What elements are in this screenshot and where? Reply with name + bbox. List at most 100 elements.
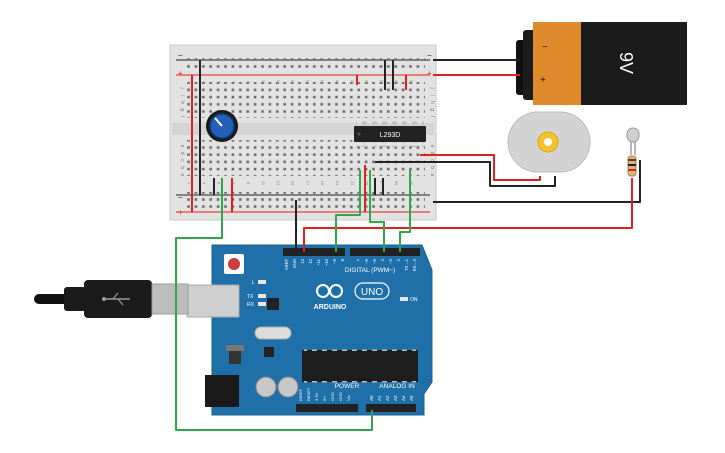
- row-letter: d: [179, 152, 185, 155]
- rail-plus-label-right: +: [427, 69, 432, 78]
- arduino-brand: ARDUINO: [314, 304, 347, 311]
- row-letter: a: [179, 173, 185, 176]
- column-number: 30: [409, 80, 414, 85]
- wire-pot-to-a0[interactable]: [175, 178, 373, 431]
- resistor-band-2: [628, 164, 636, 166]
- power-jack: [205, 375, 239, 407]
- chip-pins-top: [356, 121, 424, 126]
- led-on-label: ON: [410, 297, 418, 303]
- digital-pin-label: RX←0: [412, 258, 417, 271]
- analog-pin-label: A1: [377, 395, 382, 401]
- reset-button[interactable]: [228, 258, 240, 270]
- digital-pin-label: ~10: [324, 258, 329, 266]
- row-letter: e: [429, 145, 435, 148]
- column-number: 25: [365, 181, 370, 186]
- column-number: 17: [305, 80, 310, 85]
- wire-motor-1[interactable]: [375, 161, 556, 187]
- dc-motor[interactable]: [507, 111, 591, 173]
- row-letter: f: [179, 116, 185, 118]
- wire-motor-2[interactable]: [420, 154, 541, 181]
- wire-led-ground[interactable]: [433, 160, 641, 203]
- row-letter: f: [429, 116, 435, 118]
- arduino-uno[interactable]: DIGITAL (PWM~) L TX RX ON ARDUINO UNO: [186, 244, 433, 416]
- led-l-label: L: [252, 280, 255, 286]
- row-letter: a: [429, 173, 435, 176]
- digital-pin-label: ~6: [364, 258, 369, 263]
- power-pin-label: GND: [330, 392, 335, 401]
- top-rail-holes: [185, 56, 425, 71]
- chip-body: [354, 126, 426, 142]
- digital-pin-label: ~9: [332, 258, 337, 263]
- crystal: [254, 326, 292, 340]
- usb-cable-strain: [64, 287, 86, 311]
- analog-pin-label: A3: [393, 395, 398, 401]
- wires: [175, 59, 641, 431]
- battery-minus-label: −: [542, 42, 548, 53]
- digital-pin-label: ~3: [388, 258, 393, 263]
- row-letter: b: [429, 166, 435, 169]
- voltage-regulator: [229, 350, 241, 364]
- digital-pin-label: 8: [340, 258, 345, 261]
- wire-control-2[interactable]: [369, 170, 385, 252]
- power-pin-label: IOREF: [298, 388, 303, 401]
- led-l: [258, 280, 266, 284]
- power-pin-label: RESET: [306, 387, 311, 401]
- resistor[interactable]: [627, 155, 637, 177]
- row-letter: h: [429, 101, 435, 104]
- usb-cable[interactable]: [34, 280, 189, 318]
- analog-pin-label: A5: [409, 395, 414, 401]
- chip-notch: [357, 132, 361, 136]
- chip-pins-bottom: [356, 142, 424, 147]
- battery-top-wrap: [533, 22, 581, 105]
- potentiometer[interactable]: [206, 110, 238, 142]
- column-number: 7: [231, 81, 236, 84]
- analog-pin-label: A2: [385, 395, 390, 401]
- digital-pin-label: 12: [308, 258, 313, 263]
- arduino-logo-icon: [316, 284, 343, 298]
- rail-plus-label-bottom: +: [178, 208, 183, 217]
- digital-pin-label: 13: [300, 258, 305, 263]
- wire-control-3[interactable]: [399, 170, 411, 252]
- row-letter: e: [179, 145, 185, 148]
- column-number: 21: [335, 80, 340, 85]
- regulator-tab: [226, 345, 244, 351]
- column-number: 11: [261, 80, 266, 85]
- digital-pin-label: ~11: [316, 258, 321, 265]
- digital-pin-label: ~5: [372, 258, 377, 263]
- led-rx: [258, 302, 266, 306]
- wire-control-1[interactable]: [335, 170, 361, 252]
- row-letter: j: [179, 86, 185, 88]
- column-number: 13: [276, 181, 281, 186]
- column-number: 21: [335, 181, 340, 186]
- digital-pin-label: 4: [380, 258, 385, 261]
- atmega-chip: [302, 350, 418, 382]
- usb-plug-metal: [151, 283, 189, 315]
- column-number: 1: [187, 182, 192, 185]
- chip-label: L293D: [380, 132, 401, 139]
- rail-minus-label-right: −: [427, 51, 432, 60]
- column-number: 9: [246, 81, 251, 84]
- column-number: 1: [187, 81, 192, 84]
- column-number: 13: [276, 80, 281, 85]
- digital-header-left: [283, 248, 345, 256]
- led[interactable]: [626, 127, 640, 155]
- column-number: 25: [365, 80, 370, 85]
- atmega-pins-bottom: [304, 381, 416, 385]
- battery-9v[interactable]: − + 9V: [516, 22, 687, 105]
- uno-badge: [354, 282, 390, 300]
- l293d-chip[interactable]: L293D: [354, 121, 426, 147]
- row-letter: c: [429, 159, 435, 162]
- capacitor-2: [277, 376, 299, 398]
- column-number: 29: [394, 181, 399, 186]
- column-number: 7: [231, 182, 236, 185]
- column-number: 19: [320, 80, 325, 85]
- wire-led-signal[interactable]: [303, 178, 633, 252]
- rail-minus-label: −: [178, 51, 183, 60]
- usb-icon: [102, 292, 130, 306]
- usb-port: [186, 284, 240, 318]
